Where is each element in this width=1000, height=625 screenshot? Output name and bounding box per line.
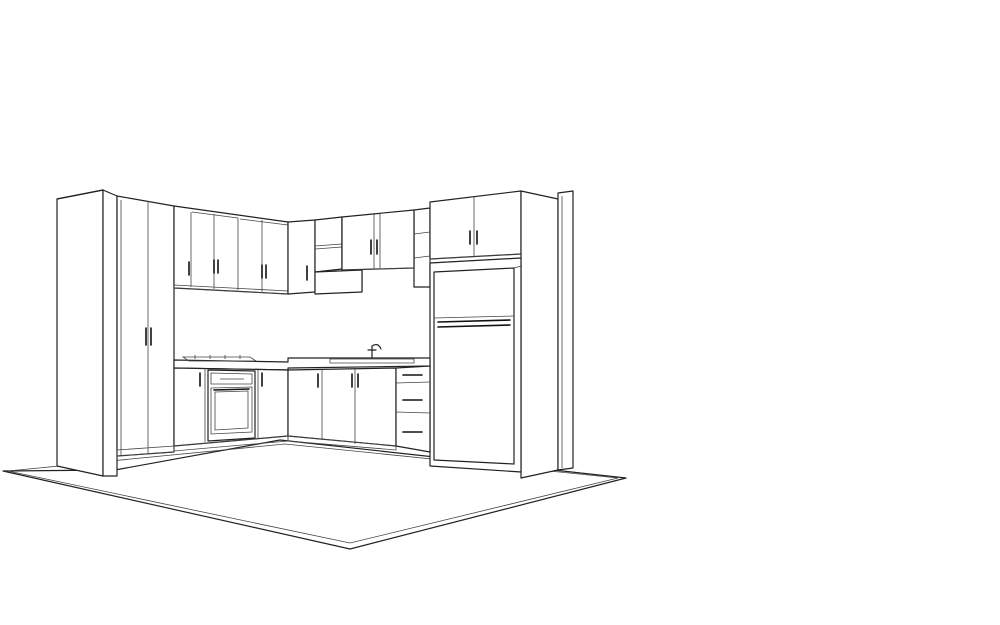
right-wall-cabinets bbox=[341, 209, 415, 271]
refrigerator bbox=[429, 257, 522, 473]
left-wall-pillar bbox=[56, 189, 118, 477]
left-wall-cabinets bbox=[173, 205, 289, 295]
tall-pantry-cabinet bbox=[116, 195, 175, 457]
right-wall-pillar bbox=[520, 190, 574, 479]
base-cabinets bbox=[173, 367, 397, 452]
fridge-overhead-cabinet bbox=[429, 190, 522, 264]
drawer-stack bbox=[395, 365, 431, 453]
oven bbox=[207, 369, 256, 442]
corner-wall-cabinet bbox=[287, 219, 316, 295]
sink-and-tap bbox=[329, 343, 415, 364]
cooktop bbox=[181, 355, 258, 362]
